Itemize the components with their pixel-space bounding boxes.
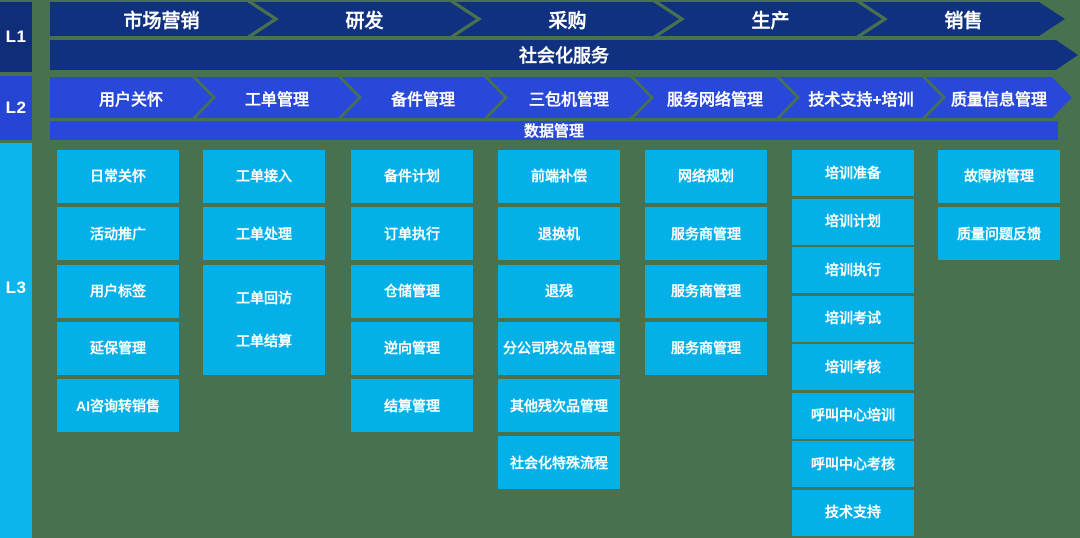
l3-column-quality-info: 故障树管理 质量问题反馈 <box>938 150 1060 261</box>
l3-column-service-network: 网络规划 服务商管理 服务商管理 服务商管理 <box>645 150 767 375</box>
l2-arrow-warranty-machine: 三包机管理 <box>488 77 650 118</box>
l3-box: 工单接入 <box>203 150 325 203</box>
l3-box: 呼叫中心培训 <box>792 392 914 439</box>
l3-box-label: 工单回访 <box>236 290 292 307</box>
l3-box-label: 工单结算 <box>236 333 292 350</box>
l3-box: 仓储管理 <box>351 264 473 318</box>
l3-column-user-care: 日常关怀 活动推广 用户标签 延保管理 AI咨询转销售 <box>57 150 179 433</box>
level-l2-label: L2 <box>0 76 32 140</box>
l1-arrow-production: 生产 <box>659 2 882 36</box>
l1-arrow-purchasing: 采购 <box>456 2 679 36</box>
l1-arrow-marketing: 市场营销 <box>50 2 273 36</box>
l2-band-data-management: 数据管理 <box>50 121 1058 140</box>
l3-column-tech-training: 培训准备 培训计划 培训执行 培训考试 培训考核 呼叫中心培训 呼叫中心考核 技… <box>792 150 914 536</box>
l3-box: 结算管理 <box>351 379 473 433</box>
l3-box: 活动推广 <box>57 207 179 261</box>
l3-box-merged: 工单回访 工单结算 <box>203 264 325 375</box>
l2-arrow-service-network: 服务网络管理 <box>634 77 796 118</box>
l3-box: AI咨询转销售 <box>57 379 179 433</box>
l3-column-work-order: 工单接入 工单处理 工单回访 工单结算 <box>203 150 325 375</box>
l3-box: 延保管理 <box>57 321 179 375</box>
l3-box: 培训考试 <box>792 295 914 342</box>
level-l3-label-text: L3 <box>5 278 27 297</box>
l3-box: 前端补偿 <box>498 150 620 203</box>
l2-arrow-quality-info: 质量信息管理 <box>926 77 1072 118</box>
l3-box: 退换机 <box>498 207 620 261</box>
l2-arrow-user-care: 用户关怀 <box>50 77 212 118</box>
l2-arrow-spare-parts: 备件管理 <box>342 77 504 118</box>
l3-box: 订单执行 <box>351 207 473 261</box>
l3-box: 故障树管理 <box>938 150 1060 203</box>
l2-arrow-tech-training: 技术支持+培训 <box>780 77 942 118</box>
l3-box: 培训计划 <box>792 198 914 245</box>
l3-box: 质量问题反馈 <box>938 207 1060 261</box>
l3-box: 社会化特殊流程 <box>498 436 620 490</box>
level-l3-label: L3 <box>0 143 32 538</box>
l3-box: 技术支持 <box>792 489 914 536</box>
l3-box: 分公司残次品管理 <box>498 321 620 375</box>
level-l1-label: L1 <box>0 2 32 72</box>
l3-column-spare-parts: 备件计划 订单执行 仓储管理 逆向管理 结算管理 <box>351 150 473 433</box>
l2-arrow-work-order: 工单管理 <box>196 77 358 118</box>
l3-box: 网络规划 <box>645 150 767 203</box>
l3-box: 日常关怀 <box>57 150 179 203</box>
l3-box: 用户标签 <box>57 264 179 318</box>
l3-column-warranty-machine: 前端补偿 退换机 退残 分公司残次品管理 其他残次品管理 社会化特殊流程 <box>498 150 620 490</box>
l3-box: 逆向管理 <box>351 321 473 375</box>
l3-box: 培训考核 <box>792 344 914 390</box>
l3-box: 培训执行 <box>792 247 914 293</box>
l3-box: 工单处理 <box>203 207 325 261</box>
l3-box: 服务商管理 <box>645 321 767 375</box>
l3-box: 呼叫中心考核 <box>792 441 914 487</box>
l3-box: 培训准备 <box>792 150 914 196</box>
l1-band-socialized-service: 社会化服务 <box>50 40 1078 70</box>
l1-arrow-sales: 销售 <box>862 2 1065 36</box>
l3-box: 服务商管理 <box>645 264 767 318</box>
l3-box: 备件计划 <box>351 150 473 203</box>
l3-box: 其他残次品管理 <box>498 379 620 433</box>
l3-box: 退残 <box>498 264 620 318</box>
l1-arrow-rnd: 研发 <box>253 2 476 36</box>
l3-box: 服务商管理 <box>645 207 767 261</box>
